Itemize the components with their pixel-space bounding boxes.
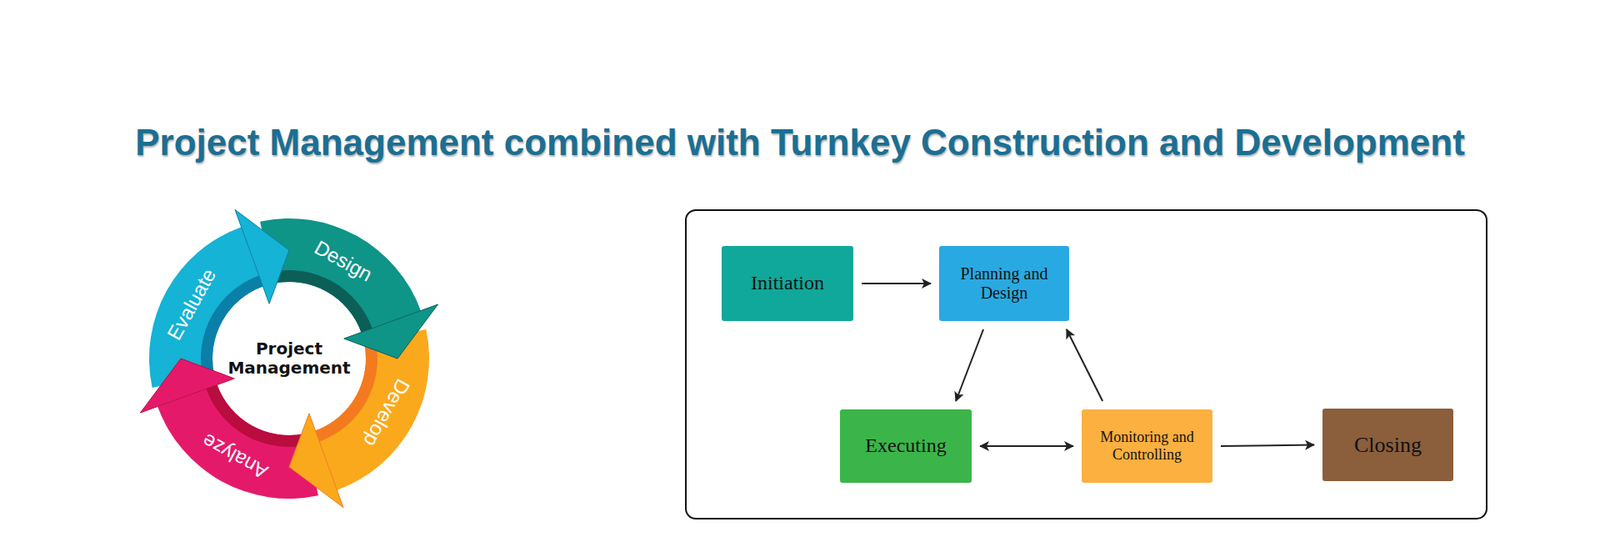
box-label: Closing — [1354, 432, 1422, 458]
box-label: Monitoring and Controlling — [1090, 428, 1205, 463]
flow-frame — [685, 210, 1487, 519]
process-box: Executing — [840, 409, 972, 483]
flow-arrow — [980, 445, 1074, 447]
flow-arrow — [861, 282, 931, 285]
box-label: Planning and Design — [947, 264, 1061, 303]
flow-arrow — [955, 329, 984, 401]
process-box: Monitoring and Controlling — [1081, 409, 1213, 483]
cycle-arrowhead — [344, 304, 439, 359]
page-title: Project Management combined with Turnkey… — [135, 121, 1465, 164]
box-label: Executing — [865, 434, 946, 458]
cycle-segment — [260, 218, 421, 333]
process-box: Planning and Design — [939, 245, 1070, 321]
cycle-arrowhead — [235, 209, 290, 304]
flow-arrow — [1066, 329, 1103, 401]
cycle-arrowhead — [289, 413, 344, 508]
cycle-segment — [315, 329, 430, 490]
center-label: Project Management — [218, 339, 360, 378]
cycle-ring — [140, 209, 438, 507]
box-label: Initiation — [750, 271, 825, 295]
title-bar: Project Management combined with Turnkey… — [0, 121, 1600, 164]
process-box: Closing — [1322, 408, 1454, 481]
process-box: Initiation — [721, 245, 854, 321]
flow-arrow — [1220, 445, 1315, 447]
cycle-arrowhead — [140, 358, 235, 413]
cycle-segment — [157, 384, 319, 499]
